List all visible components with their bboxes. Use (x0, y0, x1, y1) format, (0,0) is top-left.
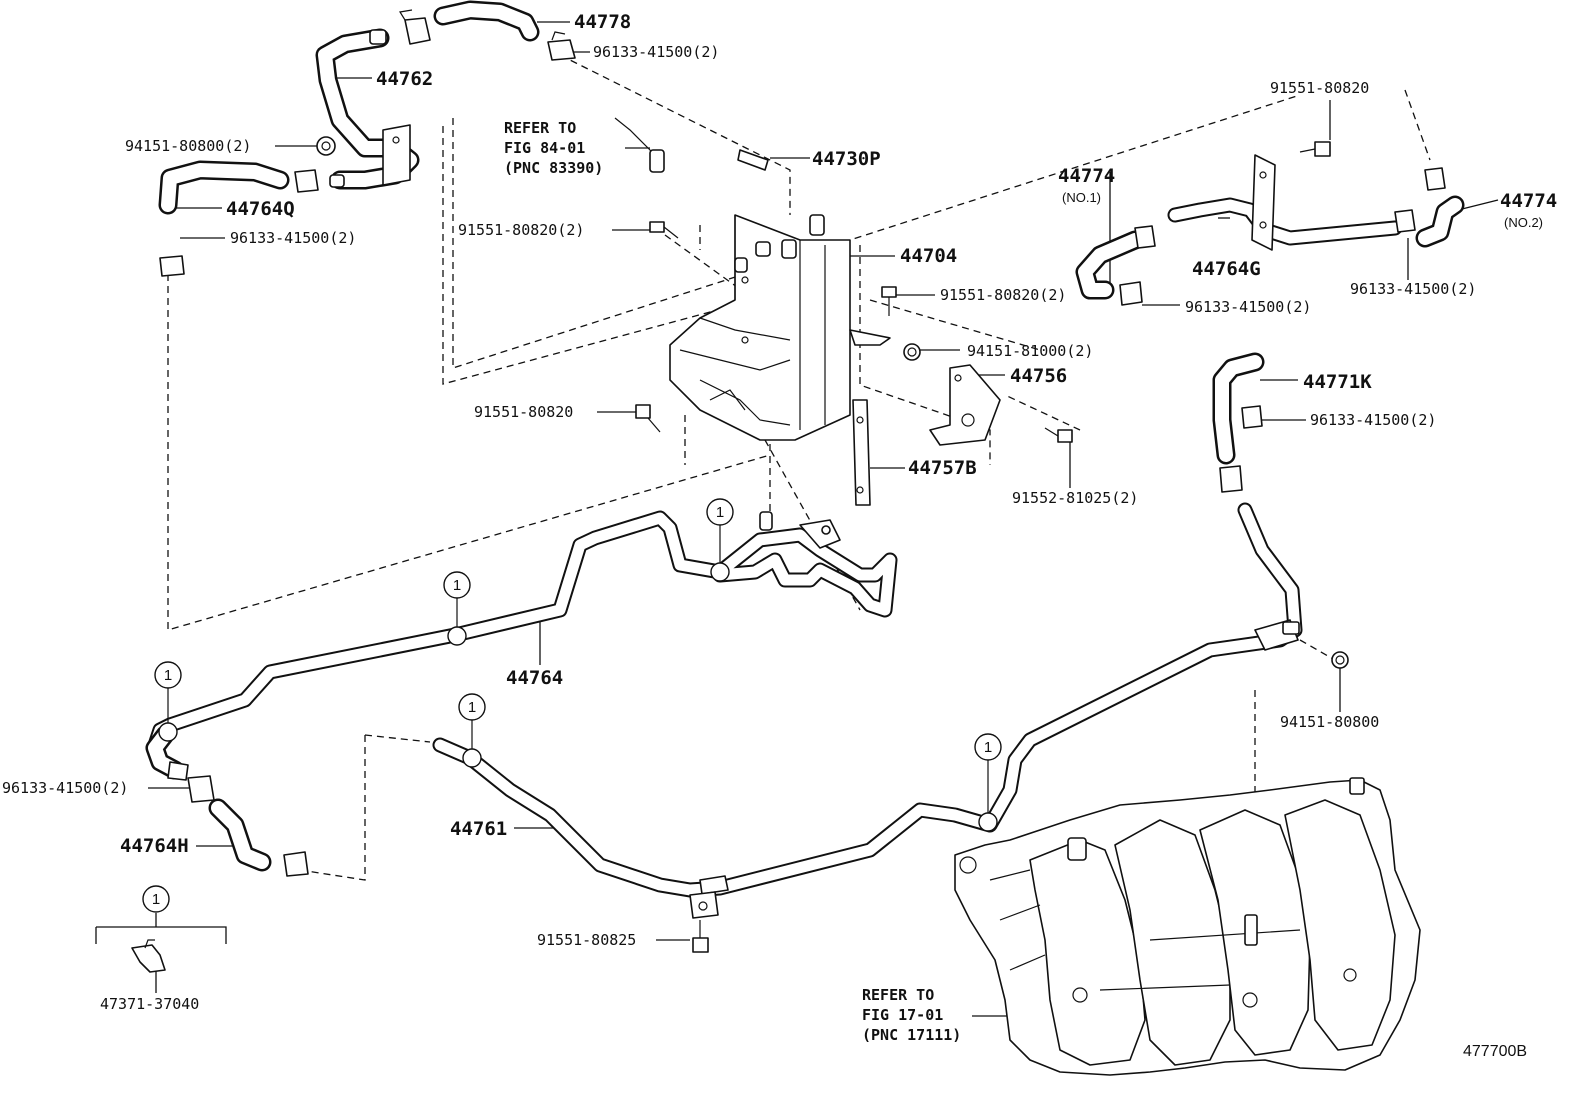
label-96133-right-a: 96133-41500(2) (1350, 280, 1476, 298)
label-44764Q: 44764Q (226, 198, 295, 220)
hose-clamps (159, 9, 1446, 877)
label-96133-top: 96133-41500(2) (593, 43, 719, 61)
label-91551-80825: 91551-80825 (537, 931, 636, 949)
label-96133-right-b: 96133-41500(2) (1185, 298, 1311, 316)
refer-top-line3: (PNC 83390) (504, 159, 603, 177)
refer-bottom-line3: (PNC 17111) (862, 1026, 961, 1044)
label-94151-80800-2: 94151-80800(2) (125, 137, 251, 155)
refer-bottom-line1: REFER TO (862, 986, 934, 1004)
label-44764H: 44764H (120, 835, 189, 857)
fasteners (316, 117, 1349, 953)
vacuum-tank-44704 (669, 214, 891, 441)
bracket-44762 (329, 29, 411, 188)
label-94151-81000: 94151-81000(2) (967, 342, 1093, 360)
intake-manifold (954, 777, 1421, 1076)
label-no1: (NO.1) (1062, 190, 1101, 205)
label-44730P: 44730P (812, 148, 881, 170)
label-44764G: 44764G (1192, 258, 1261, 280)
label-44757B: 44757B (908, 457, 977, 479)
clip-47371 (131, 939, 166, 973)
pipe-44764G (1167, 154, 1403, 251)
label-47371-37040: 47371-37040 (100, 995, 199, 1013)
label-44778: 44778 (574, 11, 631, 33)
vacuum-pipe-44761 (432, 502, 1303, 919)
label-91551-80820-top-right: 91551-80820 (1270, 79, 1369, 97)
bracket-44756 (929, 364, 1001, 446)
vacuum-pipe-44764 (147, 510, 898, 753)
label-44756: 44756 (1010, 365, 1067, 387)
refer-top-line1: REFER TO (504, 119, 576, 137)
label-44764: 44764 (506, 667, 563, 689)
bracket-44757B (852, 399, 871, 506)
label-91552-81025: 91552-81025(2) (1012, 489, 1138, 507)
label-44761: 44761 (450, 818, 507, 840)
diagram-id: 477700B (1463, 1043, 1527, 1060)
label-96133-right-c: 96133-41500(2) (1310, 411, 1436, 429)
refer-bottom-line2: FIG 17-01 (862, 1006, 943, 1024)
refer-top-line2: FIG 84-01 (504, 139, 585, 157)
label-44762: 44762 (376, 68, 433, 90)
label-91551-80820-2-a: 91551-80820(2) (458, 221, 584, 239)
label-91551-80820-single: 91551-80820 (474, 403, 573, 421)
label-91551-80820-2-b: 91551-80820(2) (940, 286, 1066, 304)
callout-label: 1 (152, 891, 160, 908)
label-no2: (NO.2) (1504, 215, 1543, 230)
label-96133-bottom-left: 96133-41500(2) (2, 779, 128, 797)
label-44704: 44704 (900, 245, 957, 267)
label-44774-no2: 44774 (1500, 190, 1557, 212)
label-96133-left: 96133-41500(2) (230, 229, 356, 247)
callout-label: 1 (716, 504, 724, 521)
part-labels: 44778 96133-41500(2) 44762 94151-80800(2… (2, 11, 1557, 1060)
label-44771K: 44771K (1303, 371, 1372, 393)
callout-circles: 1 1 1 1 1 1 (142, 498, 1002, 913)
label-44774-no1: 44774 (1058, 165, 1115, 187)
callout-circle (443, 571, 471, 599)
callout-label: 1 (468, 699, 476, 716)
label-94151-80800: 94151-80800 (1280, 713, 1379, 731)
callout-label: 1 (164, 667, 172, 684)
callout-label: 1 (984, 739, 992, 756)
callout-label: 1 (453, 577, 461, 594)
